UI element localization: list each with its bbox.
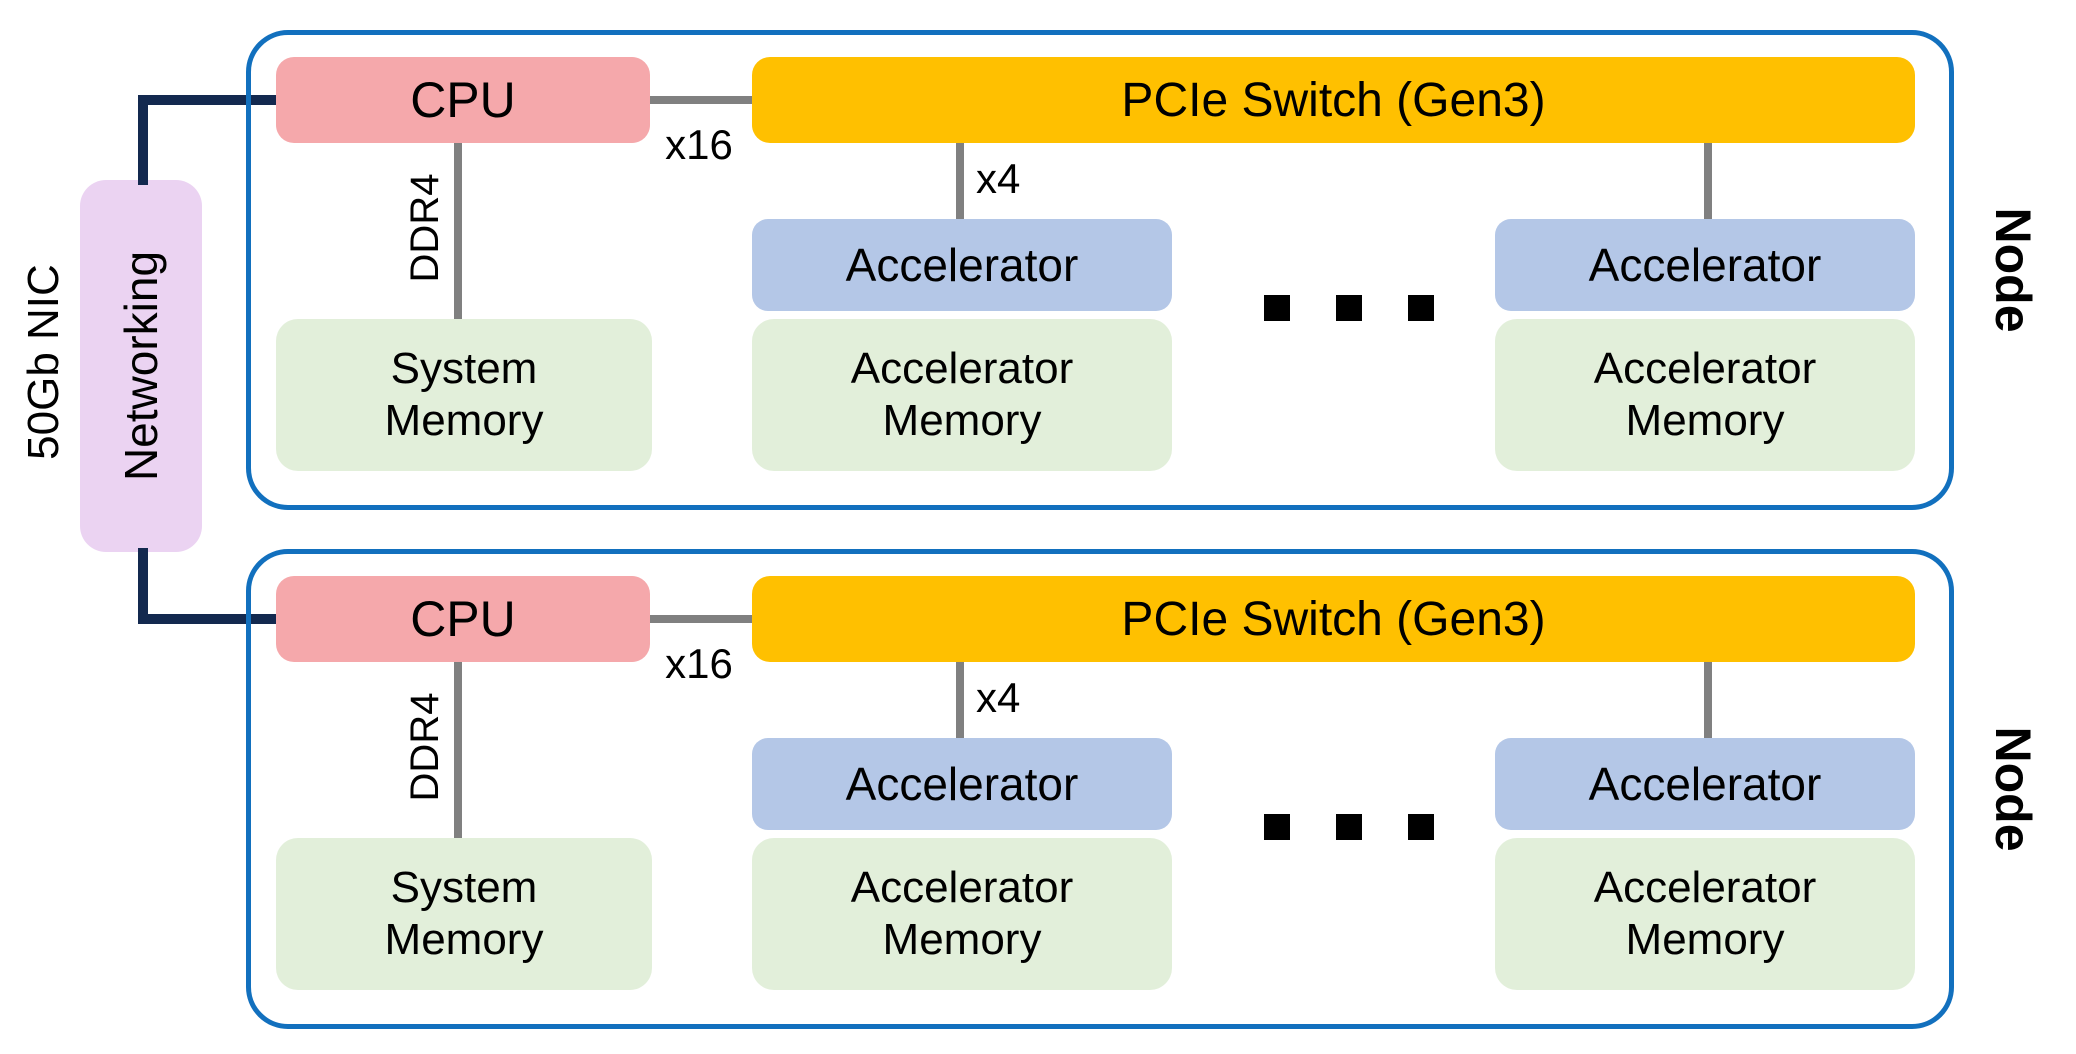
ddr4-link-label: DDR4 <box>403 692 447 802</box>
ellipsis-icon <box>1206 813 1492 841</box>
node1-label: Node <box>1985 207 2041 333</box>
switch-accelerator1-link <box>956 662 964 738</box>
ddr4-link <box>454 143 462 319</box>
pcie-switch-box: PCIe Switch (Gen3) <box>752 576 1915 662</box>
accelerator-label: Accelerator <box>1588 239 1822 291</box>
accelerator-label: Accelerator <box>845 239 1079 291</box>
network-cpu-link-vertical-node2 <box>138 548 148 624</box>
accelerator-label: Accelerator <box>1588 758 1822 810</box>
accelerator-memory-box: Accelerator Memory <box>1495 838 1915 990</box>
ellipsis-dot <box>1408 295 1434 321</box>
cpu-switch-link <box>650 96 752 104</box>
node2-contents: CPU PCIe Switch (Gen3) x16 DDR4 System M… <box>246 549 1954 1029</box>
nic-label: 50Gb NIC <box>19 264 68 460</box>
accelerator-box: Accelerator <box>752 219 1172 311</box>
ddr4-link-label: DDR4 <box>403 173 447 283</box>
ellipsis-dot <box>1336 814 1362 840</box>
pcie-switch-label: PCIe Switch (Gen3) <box>1121 73 1546 127</box>
ellipsis-icon <box>1206 294 1492 322</box>
accelerator-label: Accelerator <box>845 758 1079 810</box>
accelerator-memory-box: Accelerator Memory <box>752 319 1172 471</box>
networking-label: Networking <box>115 250 167 482</box>
node1-contents: CPU PCIe Switch (Gen3) x16 DDR4 System M… <box>246 30 1954 510</box>
cpu-box: CPU <box>276 576 650 662</box>
accelerator-memory-label: Accelerator Memory <box>850 344 1074 445</box>
ellipsis-dot <box>1336 295 1362 321</box>
accelerator-memory-box: Accelerator Memory <box>752 838 1172 990</box>
system-memory-label: System Memory <box>384 863 544 964</box>
network-cpu-link-horizontal-node2 <box>138 614 278 624</box>
networking-box: Networking <box>80 180 202 552</box>
accelerator-memory-label: Accelerator Memory <box>1593 863 1817 964</box>
accelerator-box: Accelerator <box>1495 219 1915 311</box>
ellipsis-dot <box>1264 814 1290 840</box>
accelerator-memory-label: Accelerator Memory <box>1593 344 1817 445</box>
network-cpu-link-horizontal-node1 <box>138 95 278 105</box>
cpu-box: CPU <box>276 57 650 143</box>
system-memory-box: System Memory <box>276 319 652 471</box>
ddr4-link <box>454 662 462 838</box>
accelerator-box: Accelerator <box>1495 738 1915 830</box>
node2-label: Node <box>1985 726 2041 852</box>
accelerator-memory-box: Accelerator Memory <box>1495 319 1915 471</box>
system-memory-label: System Memory <box>384 344 544 445</box>
ellipsis-dot <box>1264 295 1290 321</box>
network-cpu-link-vertical-node1 <box>138 95 148 185</box>
pcie-switch-label: PCIe Switch (Gen3) <box>1121 592 1546 646</box>
switch-accelerator2-link <box>1704 143 1712 219</box>
switch-accelerator-link-label: x4 <box>976 155 1021 202</box>
accelerator-memory-label: Accelerator Memory <box>850 863 1074 964</box>
cpu-switch-link-label: x16 <box>665 640 733 687</box>
switch-accelerator2-link <box>1704 662 1712 738</box>
ellipsis-dot <box>1408 814 1434 840</box>
switch-accelerator1-link <box>956 143 964 219</box>
cpu-switch-link-label: x16 <box>665 121 733 168</box>
accelerator-box: Accelerator <box>752 738 1172 830</box>
cpu-label: CPU <box>410 72 516 128</box>
system-memory-box: System Memory <box>276 838 652 990</box>
cpu-switch-link <box>650 615 752 623</box>
pcie-switch-box: PCIe Switch (Gen3) <box>752 57 1915 143</box>
node1-container <box>246 30 1954 510</box>
cpu-label: CPU <box>410 591 516 647</box>
switch-accelerator-link-label: x4 <box>976 674 1021 721</box>
node2-container <box>246 549 1954 1029</box>
